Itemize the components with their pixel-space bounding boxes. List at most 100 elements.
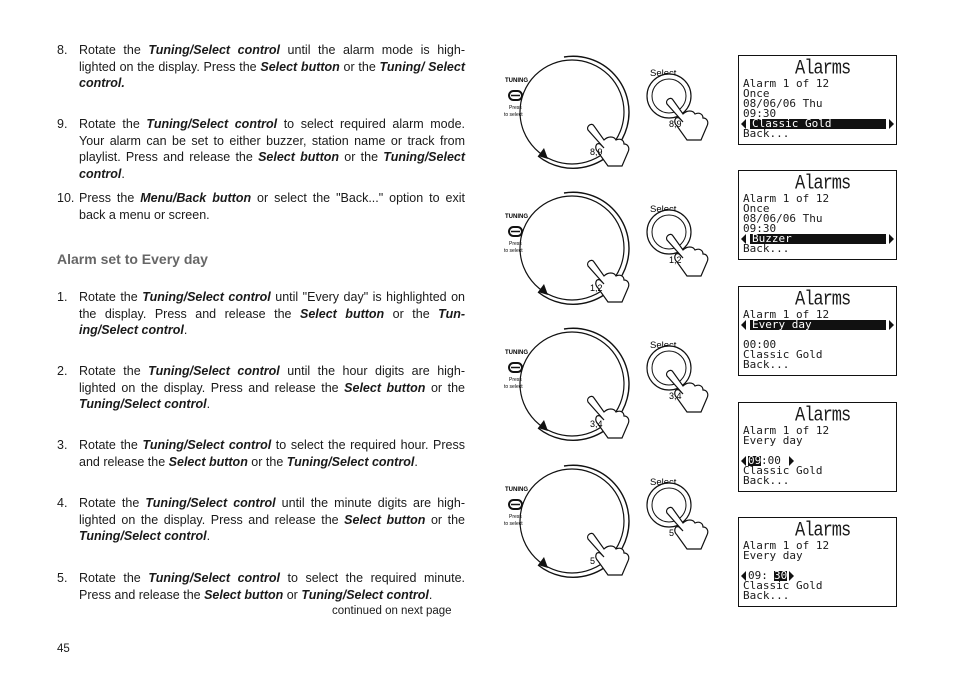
lcd-line: Every day	[743, 434, 803, 447]
tuning-label: TUNING	[505, 78, 528, 84]
tuning-label: TUNING	[505, 214, 528, 220]
control-name: Tuning/Select control	[286, 454, 415, 469]
lcd-line: Alarm 1 of 12	[743, 539, 830, 552]
control-name: Select button	[260, 59, 340, 74]
arrow-left-icon	[741, 456, 746, 466]
press-label: Press	[509, 241, 522, 247]
lcd-line: Back...	[743, 242, 790, 255]
highlight-bar	[750, 234, 886, 244]
knob-step-label: 3,4	[590, 419, 603, 429]
arrow-left-icon	[741, 571, 746, 581]
step-number: 8.	[57, 43, 68, 57]
tuning-label: TUNING	[505, 487, 528, 493]
step-number: 2.	[57, 364, 68, 378]
step-text: Rotate the Tuning/Select control until t…	[79, 496, 465, 543]
rotate-arrow	[537, 55, 630, 169]
step-text: Rotate the Tuning/Select control until t…	[79, 364, 465, 411]
knob-step-label: 8,9	[590, 147, 603, 157]
select-step-label: 1,2	[669, 255, 682, 265]
arrow-head-icon	[538, 284, 548, 295]
to-select-label: to select	[504, 112, 523, 118]
lcd-title: Alarms	[795, 58, 851, 81]
select-button-inner	[651, 78, 687, 114]
lcd-minute-selected: 30	[774, 569, 788, 582]
arrow-right-icon	[789, 571, 794, 581]
step-text: Rotate the Tuning/Select control to sele…	[79, 438, 466, 469]
arrow-right-icon	[789, 456, 794, 466]
select-button-inner	[651, 350, 687, 386]
lcd-line: Every day	[743, 549, 803, 562]
step-text: Press the Menu/Back button or select the…	[79, 191, 465, 222]
step-number: 5.	[57, 571, 68, 585]
select-step-label: 8,9	[669, 119, 682, 129]
lcd-title: Alarms	[795, 173, 851, 196]
arrow-right-icon	[889, 119, 894, 129]
pointing-hand-icon	[587, 395, 630, 439]
lcd-line-selected: Classic Gold	[752, 117, 832, 130]
control-name: Select button	[168, 454, 248, 469]
rotate-arrow	[537, 327, 630, 441]
control-name: Tuning/Select control	[146, 117, 278, 131]
lcd-line: Classic Gold	[743, 464, 823, 477]
press-label: Press	[509, 105, 522, 111]
control-name: Tuning/Select control	[148, 364, 280, 378]
rotate-arrow	[537, 464, 630, 578]
section-heading: Alarm set to Every day	[57, 251, 208, 267]
press-label: Press	[509, 514, 522, 520]
rotate-arrow	[537, 191, 630, 305]
lcd-title: Alarms	[795, 520, 851, 543]
lcd-line: Back...	[743, 127, 790, 140]
lcd-line: 00:00	[743, 338, 777, 351]
pointing-hand-icon	[587, 259, 630, 303]
lcd-hour-selected: 09	[748, 454, 762, 467]
lcd-title: Alarms	[795, 289, 851, 312]
arrow-head-icon	[538, 557, 548, 568]
control-name: Tuning/Select control	[145, 496, 276, 510]
select-step-label: 3,4	[669, 391, 682, 401]
tuning-label: TUNING	[505, 350, 528, 356]
step-number: 9.	[57, 117, 68, 131]
lcd-line-selected: Every day	[752, 318, 812, 331]
control-name: Tun-ing/Select control	[79, 306, 466, 338]
step-number: 1.	[57, 290, 68, 304]
highlight-bar	[750, 320, 886, 330]
knob-step-label: 5	[590, 556, 595, 566]
lcd-minute: :00	[761, 454, 781, 467]
press-label: Press	[509, 377, 522, 383]
to-select-label: to select	[504, 521, 523, 527]
to-select-label: to select	[504, 248, 523, 254]
lcd-line: Classic Gold	[743, 348, 823, 361]
select-step-label: 5	[669, 528, 674, 538]
pointing-hand-icon	[587, 123, 630, 167]
lcd-line: Alarm 1 of 12	[743, 308, 830, 321]
lcd-line: Alarm 1 of 12	[743, 77, 830, 90]
pointing-hand-icon	[666, 233, 709, 277]
select-label: Select	[650, 68, 677, 79]
lcd-line: Back...	[743, 589, 790, 602]
step-text: Rotate the Tuning/Select control until t…	[79, 43, 465, 90]
control-name: Select button	[204, 587, 284, 602]
arrow-left-icon	[741, 320, 746, 330]
lcd-line: 08/06/06 Thu	[743, 97, 823, 110]
control-name: Tuning/Select control	[142, 290, 271, 304]
control-name: Tuning/Select control	[148, 571, 280, 585]
arrow-left-icon	[741, 119, 746, 129]
lcd-title: Alarms	[795, 405, 851, 428]
control-name: Tuning/Select control	[148, 43, 280, 57]
lcd-line: 09:30	[743, 107, 777, 120]
step-number: 4.	[57, 496, 68, 510]
control-name: Menu/Back button	[140, 191, 252, 205]
step-number: 3.	[57, 438, 68, 452]
pointing-hand-icon	[666, 506, 709, 550]
arrow-left-icon	[741, 234, 746, 244]
select-label: Select	[650, 477, 677, 488]
step-number: 10.	[57, 191, 75, 205]
page-number: 45	[57, 643, 70, 655]
control-name: Select button	[344, 380, 426, 395]
pointing-hand-icon	[666, 97, 709, 141]
step-text: Rotate the Tuning/Select control to sele…	[79, 117, 466, 181]
